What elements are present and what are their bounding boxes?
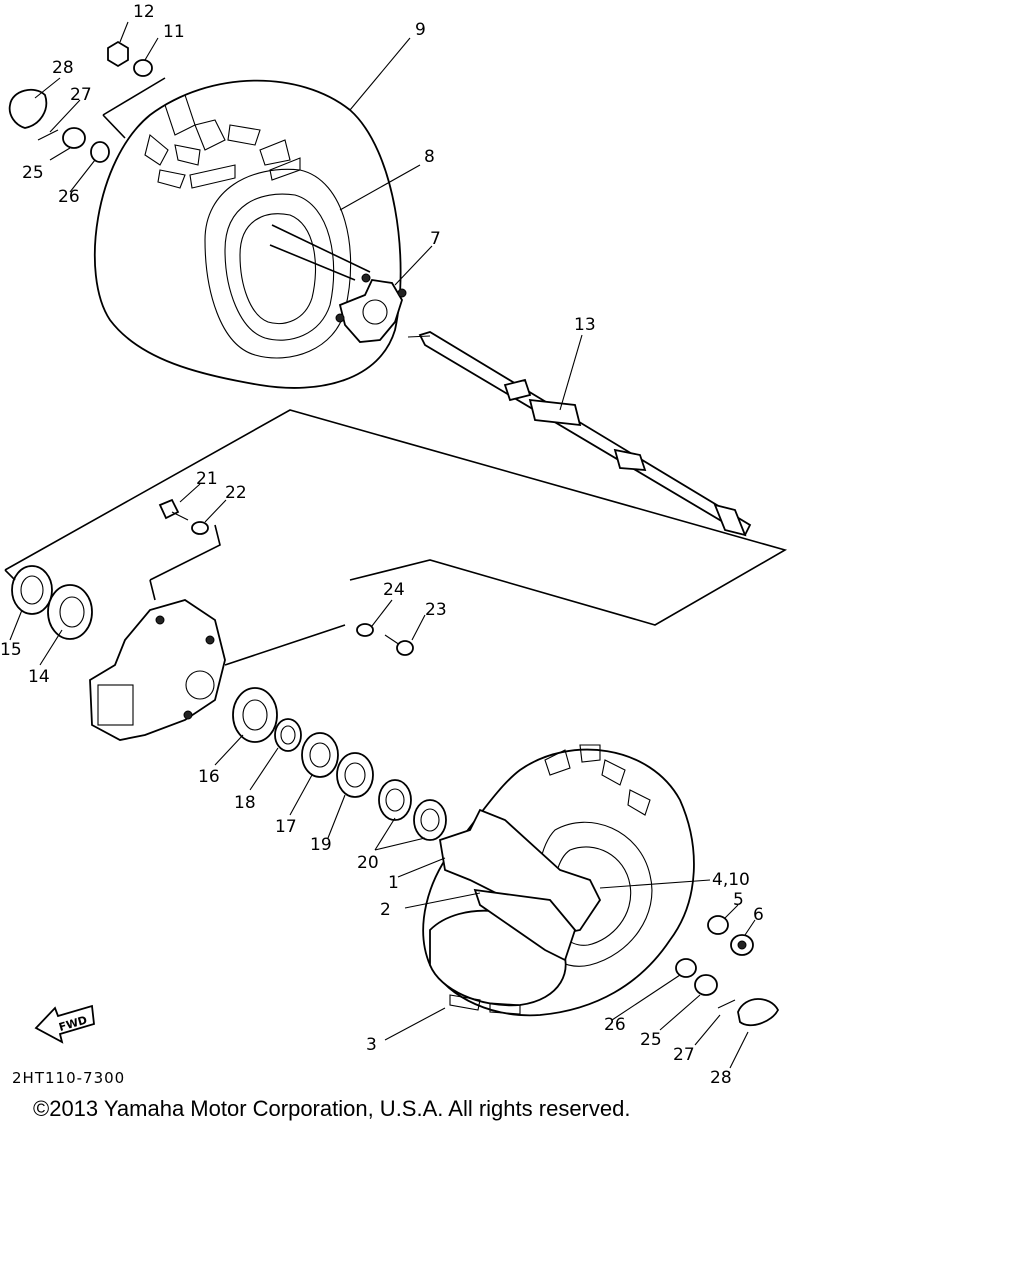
callout-27-top: 27 [70, 85, 92, 105]
washer-11 [133, 59, 153, 77]
nut-12 [107, 40, 129, 68]
callout-1: 1 [388, 873, 399, 893]
callout-5: 5 [733, 890, 744, 910]
nut-25b [694, 974, 718, 996]
callout-18: 18 [234, 793, 256, 813]
callout-28-top: 28 [52, 58, 74, 78]
seal-19 [336, 752, 374, 798]
hub-cap-28a [8, 88, 48, 129]
callout-25-top: 25 [22, 163, 44, 183]
fwd-arrow-icon: FWD [34, 1004, 95, 1044]
wheel-hub [335, 273, 407, 343]
callout-12-top: 12 [133, 2, 155, 22]
callout-3: 3 [366, 1035, 377, 1055]
seal-20b [413, 799, 447, 841]
callout-11: 11 [163, 22, 185, 42]
callout-25-bottom: 25 [640, 1030, 662, 1050]
washer-5 [707, 915, 729, 935]
callout-2: 2 [380, 900, 391, 920]
bearing-16 [232, 687, 278, 743]
bearing-14 [47, 584, 93, 640]
callout-22: 22 [225, 483, 247, 503]
cotter-pin-27b [717, 999, 736, 1009]
cotter-pin-27a [37, 129, 59, 141]
callout-15: 15 [0, 640, 22, 660]
bolt-23 [384, 634, 414, 656]
callout-14: 14 [28, 667, 50, 687]
callout-7: 7 [430, 229, 441, 249]
callout-17: 17 [275, 817, 297, 837]
upper-wheel-tire [94, 79, 402, 389]
axle-housing [438, 808, 602, 962]
drawing-code: 2HT110-7300 [12, 1069, 125, 1087]
hub-cap-28b [737, 998, 780, 1027]
bolt-21 [158, 498, 189, 521]
rear-axle-shaft [407, 331, 752, 537]
callout-9: 9 [415, 20, 426, 40]
nut-25a [62, 127, 86, 149]
callout-23: 23 [425, 600, 447, 620]
bearing-seal-15 [11, 565, 53, 615]
callout-28-bottom: 28 [710, 1068, 732, 1088]
callout-24: 24 [383, 580, 405, 600]
callout-26-top: 26 [58, 187, 80, 207]
bearing-17 [301, 732, 339, 778]
callout-21: 21 [196, 469, 218, 489]
callout-6: 6 [753, 905, 764, 925]
collar-18 [274, 718, 302, 752]
washer-24 [356, 623, 374, 637]
callout-26-bottom: 26 [604, 1015, 626, 1035]
washer-26a [90, 141, 110, 163]
copyright-notice: ©2013 Yamaha Motor Corporation, U.S.A. A… [33, 1096, 631, 1121]
washer-26b [675, 958, 697, 978]
callout-4-10: 4,10 [712, 870, 750, 890]
callout-19: 19 [310, 835, 332, 855]
washer-22 [191, 521, 209, 535]
callout-16: 16 [198, 767, 220, 787]
callout-27-bottom: 27 [673, 1045, 695, 1065]
callout-8: 8 [424, 147, 435, 167]
callout-13: 13 [574, 315, 596, 335]
seal-20a [378, 779, 412, 821]
final-gear-case [89, 599, 226, 741]
nut-6 [730, 934, 754, 956]
callout-20: 20 [357, 853, 379, 873]
